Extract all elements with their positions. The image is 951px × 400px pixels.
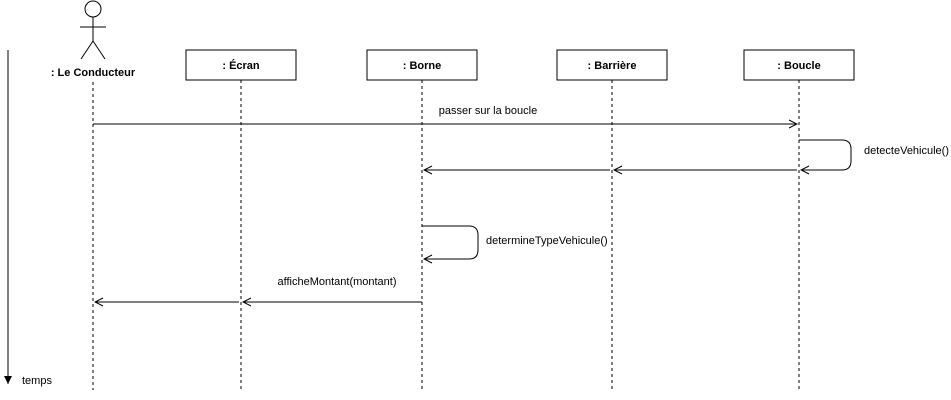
participant-box [366,49,478,81]
participant-ecran[interactable]: : Écran [185,49,297,81]
message-determine-label: determineTypeVehicule() [486,235,608,247]
actor-conducteur[interactable]: : Le Conducteur [51,0,136,79]
time-axis-label: temps [22,375,52,387]
participant-borne[interactable]: : Borne [366,49,478,81]
actor-leg-right [92,40,106,60]
participant-name: : Borne [403,60,442,72]
actor-head-icon [84,0,102,18]
actor-leg-left [80,40,94,60]
participant-box [185,49,297,81]
participant-boucle[interactable]: : Boucle [743,49,855,81]
message-determine-arrow [422,225,479,259]
message-detecte-arrow [799,139,852,170]
participant-name: : Écran [222,59,260,72]
message-affiche-label: afficheMontant(montant) [277,276,396,288]
participant-box [743,49,855,81]
participant-name: : Boucle [777,60,820,72]
participant-barriere[interactable]: : Barrière [556,49,668,81]
actor-name: : Le Conducteur [51,67,136,79]
message-detecte-label: detecteVehicule() [864,145,949,157]
participant-name: : Barrière [588,60,637,72]
message-passer-label: passer sur la boucle [439,105,537,117]
